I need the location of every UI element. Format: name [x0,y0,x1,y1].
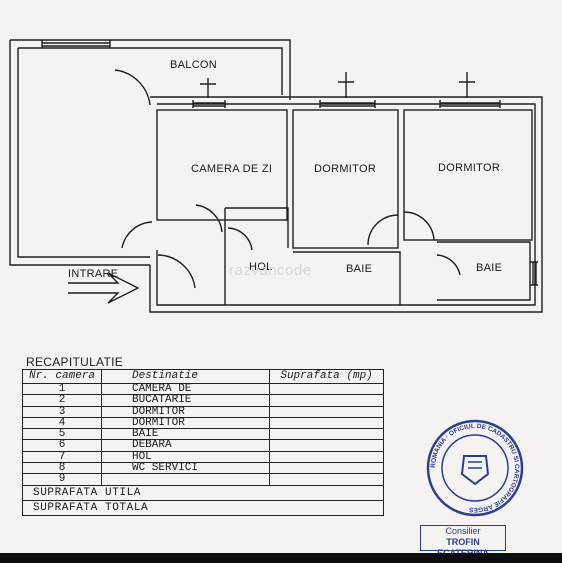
window-baie-2 [530,261,538,286]
row-sup [269,416,384,430]
wall-main-inner [156,103,536,306]
row-nr: 9 [22,473,102,486]
row-dest: DEBARA [100,439,271,452]
row-sup [269,394,384,407]
consilier-role: Consilier [445,526,481,536]
suprafata-utila-label: SUPRAFATA UTILA [22,484,384,501]
wall-outline-left [9,39,291,266]
door-entrance [157,254,196,289]
header-nr: Nr. camera [22,369,102,384]
row-dest: HOL [100,450,271,464]
row-nr: 2 [22,394,102,407]
row-dest: BUCATARIE [100,394,271,407]
door-baie-1 [227,227,253,251]
wall-baie-2 [437,241,531,301]
row-sup [269,428,384,441]
row-suprafata-utila: SUPRAFATA UTILA [22,484,384,501]
consilier-stamp: Consilier TROFIN ECATERINA [420,525,506,558]
radiator-3 [459,72,475,98]
row-sup [269,439,384,452]
window-dormitor-2 [439,100,501,108]
window-camera [192,100,226,108]
stamp-emblem-icon [460,455,490,486]
row-dest: DORMITOR [100,416,271,430]
wall-hol [224,207,289,305]
window-dormitor-1 [319,100,376,108]
door-hall [121,221,153,249]
row-dest: CAMERA DE [100,382,271,396]
row-sup [269,405,384,418]
row-nr: 3 [22,405,102,418]
row-nr: 1 [22,382,102,396]
door-balcon [114,69,151,106]
row-dest: WC SERVICI [100,462,271,475]
room-label-baie-1: BAIE [346,263,373,275]
wall-inner-left [17,47,283,258]
entrance-label: INTRARE [68,268,119,280]
row-sup [269,450,384,464]
row-nr: 6 [22,439,102,452]
room-label-hol: HOL [249,261,273,273]
row-dest: BAIE [100,428,271,441]
row-suprafata-totala: SUPRAFATA TOTALA [22,499,384,516]
cadastre-stamp: ROMANIA · OFICIUL DE CADASTRU SI CARTOGR… [426,419,524,517]
room-label-camera-de-zi: CAMERA DE ZI [191,163,273,175]
row-sup [269,382,384,396]
bottom-edge [0,553,562,563]
row-nr: 4 [22,416,102,430]
room-label-dormitor-1: DORMITOR [314,163,377,175]
entrance-arrow-icon [68,272,140,304]
recap-title: RECAPITULATIE [26,355,124,369]
row-sup [269,473,384,486]
table-row: 9 [22,473,384,486]
window-top-left [41,40,111,48]
row-sup [269,462,384,475]
wall-camera-de-zi [156,109,288,221]
row-nr: 7 [22,450,102,464]
radiator-2 [338,72,354,98]
door-dormitor [367,214,399,246]
row-nr: 8 [22,462,102,475]
room-label-balcon: BALCON [170,59,218,71]
row-nr: 5 [22,428,102,441]
radiator-1 [200,78,216,98]
header-dest: Destinatie [100,369,271,384]
wall-baie-1 [293,251,401,305]
row-dest [100,473,271,486]
room-label-baie-2: BAIE [476,262,503,274]
door-baie-2 [436,254,461,276]
room-label-dormitor-2: DORMITOR [438,162,501,174]
door-dormitor-2 [403,211,435,241]
door-camera [195,204,223,233]
floor-plan [9,39,543,313]
suprafata-totala-label: SUPRAFATA TOTALA [22,499,384,516]
row-dest: DORMITOR [100,405,271,418]
header-suprafata: Suprafata (mp) [269,369,384,384]
wall-dormitor-1 [292,109,399,249]
watermark: razvancode [229,262,312,279]
recap-header-row: Nr. camera Destinatie Suprafata (mp) [22,369,384,384]
wall-dormitor-2 [403,109,533,241]
wall-main-top [149,96,543,313]
